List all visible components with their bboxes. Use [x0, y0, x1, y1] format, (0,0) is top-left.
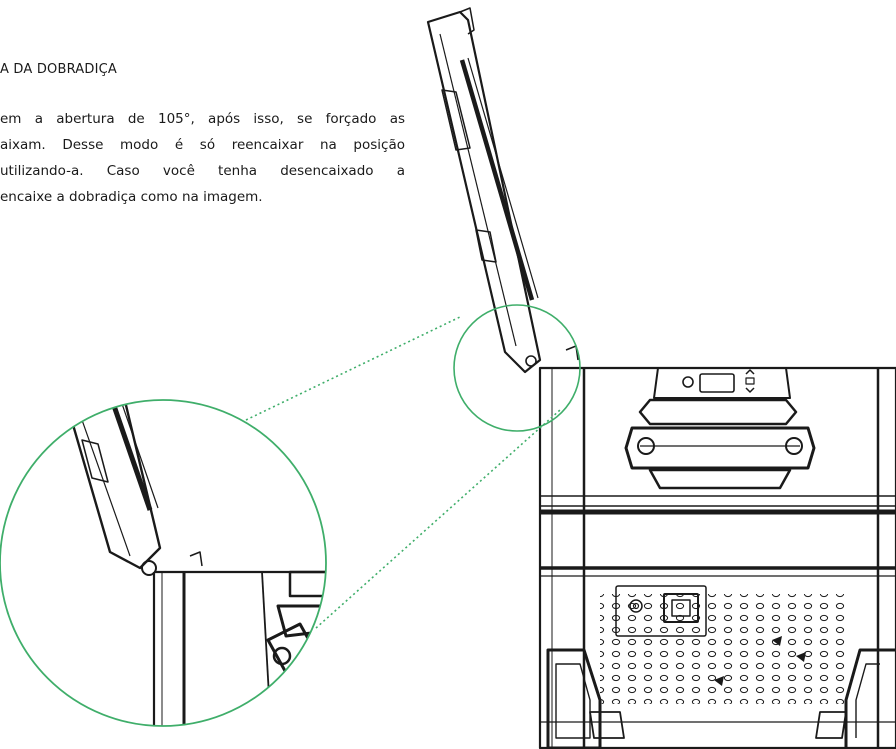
hinge-highlight-circle	[453, 304, 581, 432]
instruction-paragraph: em a abertura de 105°, após isso, se for…	[0, 106, 405, 210]
cooler-body	[538, 345, 896, 749]
paragraph-line-3: utilizando-a. Caso você tenha desencaixa…	[0, 163, 405, 179]
paragraph-line-1: em a abertura de 105°, após isso, se for…	[0, 111, 405, 127]
paragraph-line-2: aixam. Desse modo é só reencaixar na pos…	[0, 137, 405, 153]
zoom-circle-border	[0, 399, 327, 727]
open-lid	[426, 7, 542, 374]
hinge-zoom-detail	[0, 399, 327, 727]
zoom-connector-lines	[245, 315, 561, 629]
paragraph-line-4: encaixe a dobradiça como na imagem.	[0, 189, 263, 205]
section-heading: A DA DOBRADIÇA	[0, 62, 118, 77]
